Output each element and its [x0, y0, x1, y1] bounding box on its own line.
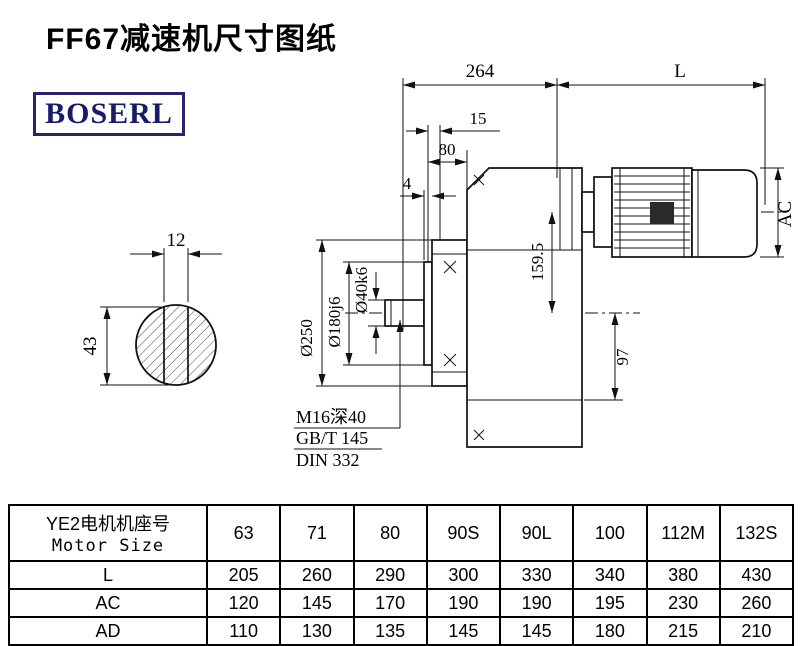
motor-size-column: 100 [572, 504, 648, 562]
shaft-tap-note: M16深40 GB/T 145 DIN 332 [294, 320, 404, 470]
table-cell: 380 [645, 560, 721, 590]
note-standard1-label: GB/T 145 [296, 428, 368, 448]
motor [611, 167, 758, 258]
motor-size-column: 90L [498, 504, 575, 562]
table-cell: 135 [352, 616, 428, 646]
dim-shaft-length-label: 80 [439, 140, 456, 159]
shaft-end-view: 12 43 [80, 230, 222, 386]
dim-spigot-diameter-label: Ø180j6 [325, 297, 344, 348]
dim-flange-offset: 15 [406, 109, 500, 262]
dim-keyway-width-label: 12 [167, 230, 186, 251]
dim-motor-diameter-label: AC [775, 201, 796, 227]
motor-size-header-en: Motor Size [51, 536, 165, 556]
gear-housing [466, 167, 583, 448]
table-cell: 145 [279, 588, 355, 618]
brand-text: BOSERL [45, 97, 173, 130]
table-cell: 205 [205, 560, 282, 590]
dim-motor-length-label: L [674, 61, 686, 82]
table-cell: 145 [498, 616, 575, 646]
table-row-ac: AC 120 145 170 190 190 195 230 260 [8, 588, 795, 618]
motor-adapter [581, 176, 613, 248]
table-cell: 290 [352, 560, 428, 590]
table-cell: 215 [645, 616, 721, 646]
table-cell: 130 [279, 616, 355, 646]
fan-cowl [691, 169, 758, 258]
dim-motor-length: L [557, 61, 766, 205]
motor-size-header: YE2电机机座号 Motor Size [8, 504, 208, 562]
table-cell: 300 [425, 560, 502, 590]
table-cell: 195 [572, 588, 648, 618]
flange-spigot [423, 261, 433, 366]
table-cell: 230 [645, 588, 721, 618]
table-cell: 180 [572, 616, 648, 646]
page-title: FF67减速机尺寸图纸 [46, 23, 338, 56]
row-label: AC [8, 588, 208, 618]
dim-flange-diameter: Ø250 [297, 239, 434, 387]
dim-keyway-width: 12 [130, 230, 222, 302]
dim-spigot-depth-label: 4 [403, 174, 412, 193]
table-cell: 260 [279, 560, 355, 590]
motor-size-column: 132S [718, 504, 795, 562]
table-cell: 330 [498, 560, 575, 590]
dim-flange-offset-label: 15 [470, 109, 487, 128]
motor-nameplate [650, 202, 674, 224]
table-cell: 190 [498, 588, 575, 618]
dim-spigot-diameter: Ø180j6 [325, 261, 426, 366]
note-standard2-label: DIN 332 [296, 450, 360, 470]
dim-axis-height: 159.5 [528, 212, 556, 313]
row-label: L [8, 560, 208, 590]
dim-overall-length: 264 [402, 61, 558, 330]
table-cell: 210 [718, 616, 795, 646]
table-header-row: YE2电机机座号 Motor Size 63 71 80 90S 90L 100… [8, 504, 795, 562]
motor-dimension-table: YE2电机机座号 Motor Size 63 71 80 90S 90L 100… [8, 504, 795, 646]
table-row-l: L 205 260 290 300 330 340 380 430 [8, 560, 795, 590]
shaft-section-circle [135, 304, 217, 386]
dim-flange-diameter-label: Ø250 [297, 319, 316, 357]
dim-foot-height-label: 97 [613, 348, 632, 366]
table-cell: 170 [352, 588, 428, 618]
dim-axis-height-label: 159.5 [528, 243, 547, 281]
side-view: 264 L 15 80 [294, 61, 796, 470]
dim-keyway-height: 43 [80, 306, 178, 386]
dim-foot-height: 97 [584, 313, 632, 401]
table-cell: 190 [425, 588, 502, 618]
motor-size-column: 71 [279, 504, 355, 562]
motor-size-column: 90S [425, 504, 502, 562]
motor-size-column: 63 [205, 504, 282, 562]
dim-shaft-diameter: Ø40k6 [352, 267, 387, 354]
dim-motor-diameter: AC [760, 167, 796, 258]
motor-size-header-cn: YE2电机机座号 [45, 514, 171, 534]
dim-shaft-diameter-label: Ø40k6 [352, 267, 371, 313]
motor-size-column: 112M [645, 504, 721, 562]
dim-spigot-depth: 4 [400, 174, 456, 260]
brand-logo: BOSERL [33, 92, 185, 136]
table-cell: 260 [718, 588, 795, 618]
dim-shaft-length: 80 [428, 140, 468, 238]
table-row-ad: AD 110 130 135 145 145 180 215 210 [8, 616, 795, 646]
dim-keyway-height-label: 43 [80, 337, 101, 356]
output-shaft [384, 299, 425, 327]
table-cell: 120 [205, 588, 282, 618]
row-label: AD [8, 616, 208, 646]
note-tap-label: M16深40 [296, 407, 366, 427]
table-cell: 145 [425, 616, 502, 646]
technical-drawing: 12 43 [80, 61, 796, 470]
motor-size-column: 80 [352, 504, 428, 562]
table-cell: 430 [718, 560, 795, 590]
mounting-flange [431, 239, 468, 387]
table-cell: 340 [572, 560, 648, 590]
table-cell: 110 [205, 616, 282, 646]
dim-overall-length-label: 264 [466, 61, 495, 82]
